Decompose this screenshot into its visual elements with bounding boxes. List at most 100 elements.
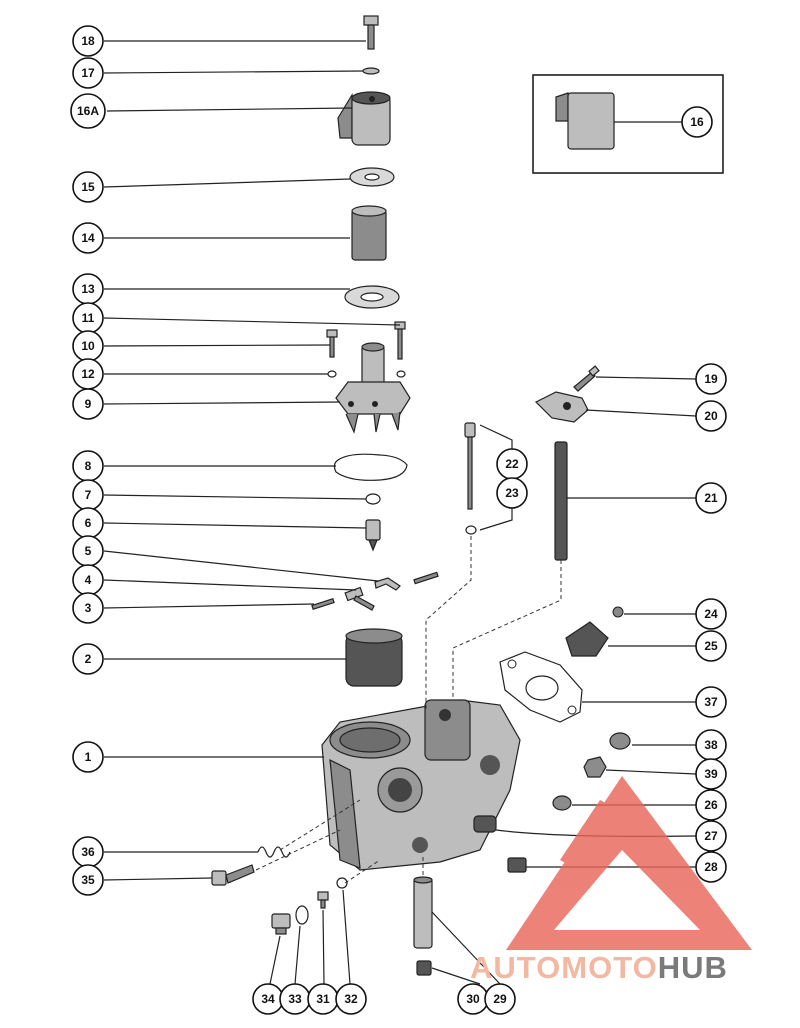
part-nut-39 xyxy=(583,756,607,778)
callout-label: 32 xyxy=(344,992,358,1006)
callout-label: 39 xyxy=(704,767,718,781)
callout-label: 3 xyxy=(85,601,92,615)
callout-label: 31 xyxy=(316,992,330,1006)
callout-label: 35 xyxy=(81,873,95,887)
callout-label: 7 xyxy=(85,488,92,502)
callout-label: 23 xyxy=(505,486,519,500)
callout-label: 16A xyxy=(77,104,99,118)
callout-label: 12 xyxy=(81,367,95,381)
callout-31: 31 xyxy=(307,983,339,1015)
part-body-1 xyxy=(321,699,521,871)
callout-8: 8 xyxy=(72,450,104,482)
part-screw-24 xyxy=(612,606,624,618)
part-plug-28 xyxy=(507,857,527,873)
callout-label: 27 xyxy=(704,829,718,843)
callout-4: 4 xyxy=(72,564,104,596)
callout-34: 34 xyxy=(252,983,284,1015)
callout-label: 18 xyxy=(81,34,95,48)
callout-label: 16 xyxy=(690,115,704,129)
callout-label: 30 xyxy=(466,992,480,1006)
part-screw-19 xyxy=(573,365,600,392)
callout-1: 1 xyxy=(72,741,104,773)
part-pin-5b xyxy=(413,571,439,585)
callout-16: 16 xyxy=(681,106,713,138)
callout-26: 26 xyxy=(695,789,727,821)
watermark-inner-mark-icon xyxy=(560,800,688,884)
callout-16a: 16A xyxy=(70,93,106,129)
callout-label: 13 xyxy=(81,282,95,296)
part-cap-16 xyxy=(532,74,724,174)
callout-13: 13 xyxy=(72,273,104,305)
callout-label: 8 xyxy=(85,459,92,473)
callout-label: 33 xyxy=(288,992,302,1006)
part-cap-16a xyxy=(337,91,391,146)
callout-label: 28 xyxy=(704,860,718,874)
part-pin-3 xyxy=(311,597,335,611)
callout-24: 24 xyxy=(695,598,727,630)
callout-3: 3 xyxy=(72,592,104,624)
part-gasket-33 xyxy=(295,905,309,925)
callout-label: 26 xyxy=(704,798,718,812)
callout-17: 17 xyxy=(72,57,104,89)
callout-label: 24 xyxy=(704,607,718,621)
part-tube-29 xyxy=(413,876,433,949)
callout-label: 38 xyxy=(704,738,718,752)
leader-lines xyxy=(103,40,697,985)
callout-label: 9 xyxy=(85,397,92,411)
callout-label: 15 xyxy=(81,180,95,194)
part-jet-30 xyxy=(416,960,432,976)
watermark-text-part-a: AUTOMOTO xyxy=(470,950,658,985)
part-gasket-15 xyxy=(349,167,395,187)
callout-35: 35 xyxy=(72,864,104,896)
part-plug-34 xyxy=(271,913,291,935)
watermark-triangle-icon xyxy=(506,776,752,950)
callout-39: 39 xyxy=(695,758,727,790)
callout-14: 14 xyxy=(72,222,104,254)
callout-labels: 18 17 16A 15 14 13 11 10 12 9 8 7 6 5 4 … xyxy=(70,25,727,1015)
part-screw-18 xyxy=(363,15,379,50)
watermark-logo xyxy=(506,776,752,950)
callout-label: 1 xyxy=(85,750,92,764)
callout-5: 5 xyxy=(72,535,104,567)
part-washer-12b xyxy=(396,370,406,378)
part-cover-9 xyxy=(335,342,411,434)
callout-15: 15 xyxy=(72,171,104,203)
inset-frame xyxy=(532,74,724,174)
callout-label: 37 xyxy=(704,695,718,709)
part-screw-11 xyxy=(394,321,406,360)
part-spring-27 xyxy=(473,815,497,833)
part-washer-38 xyxy=(609,732,631,750)
part-screw-10 xyxy=(326,329,338,358)
callout-18: 18 xyxy=(72,25,104,57)
part-washer-7 xyxy=(365,493,381,505)
callout-label: 20 xyxy=(704,409,718,423)
callout-label: 34 xyxy=(261,992,275,1006)
callout-label: 14 xyxy=(81,231,95,245)
callout-label: 11 xyxy=(82,311,95,325)
part-needle-22 xyxy=(464,422,476,510)
part-plate-25 xyxy=(565,621,609,657)
callout-36: 36 xyxy=(72,836,104,868)
part-arm-4 xyxy=(344,586,375,611)
part-washer-12a xyxy=(327,370,337,378)
callout-label: 22 xyxy=(505,457,519,471)
callout-30: 30 xyxy=(457,983,489,1015)
part-float-2 xyxy=(345,628,403,687)
callout-33: 33 xyxy=(279,983,311,1015)
callout-20: 20 xyxy=(695,400,727,432)
callout-22: 22 xyxy=(496,448,528,480)
callout-19: 19 xyxy=(695,363,727,395)
watermark-text: AUTOMOTOHUB xyxy=(470,950,800,985)
part-valve-6 xyxy=(365,519,381,552)
part-screw-31 xyxy=(317,891,329,909)
callout-21: 21 xyxy=(695,482,727,514)
callout-label: 17 xyxy=(81,66,95,80)
part-arm-5 xyxy=(374,577,401,591)
callout-2: 2 xyxy=(72,643,104,675)
part-drawings xyxy=(211,15,724,976)
part-washer-26 xyxy=(552,795,572,811)
callout-11: 11 xyxy=(72,302,104,334)
callout-label: 19 xyxy=(704,372,718,386)
part-gasket-13 xyxy=(344,285,400,309)
callout-37: 37 xyxy=(695,686,727,718)
